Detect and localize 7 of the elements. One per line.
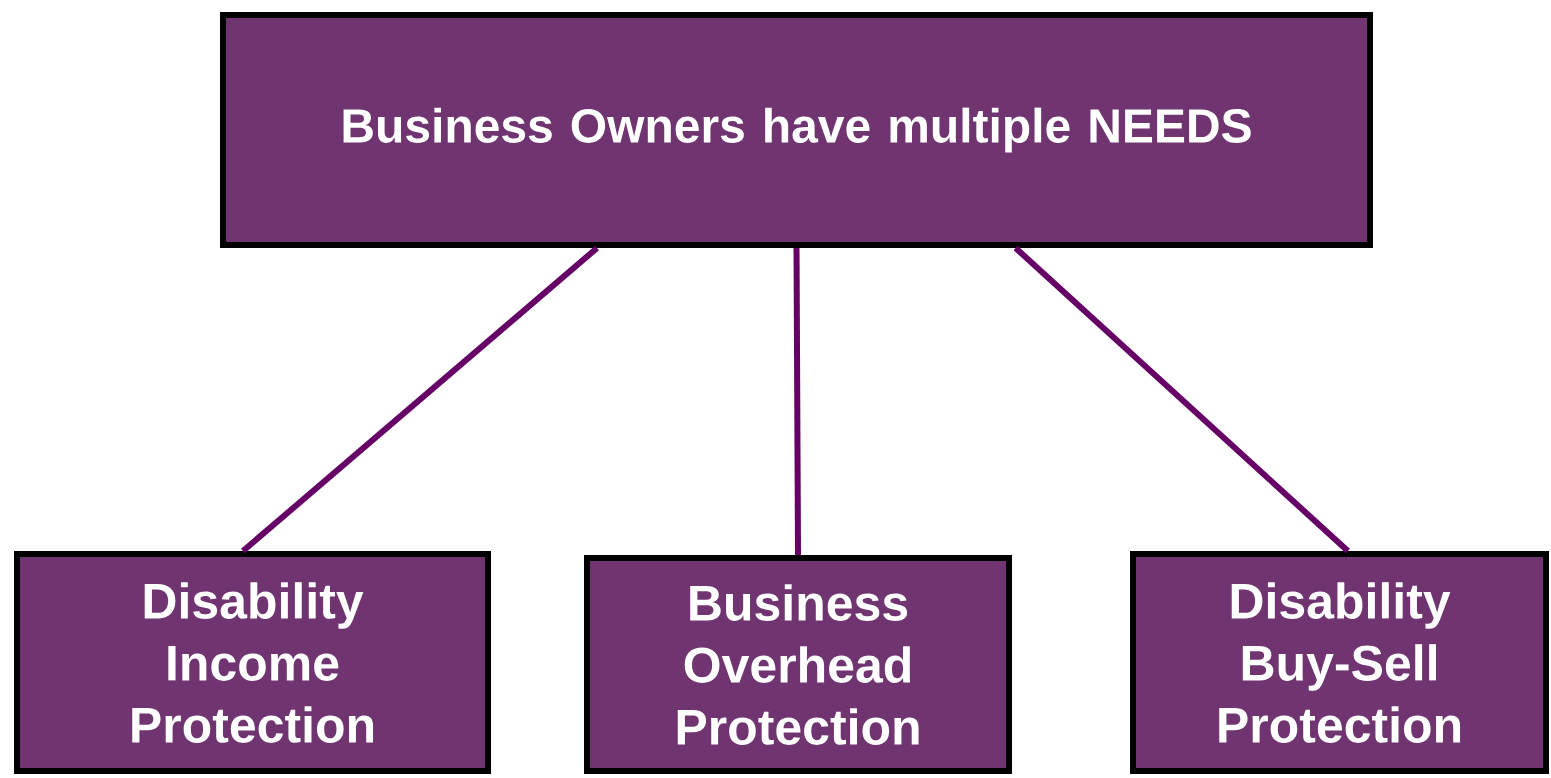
need-box: Disability Income Protection [14,551,491,774]
connector-line [1013,245,1350,554]
connector-line [793,248,801,556]
connector-line [241,245,599,554]
need-box: Business Overhead Protection [584,555,1012,774]
need-box: Disability Buy-Sell Protection [1130,551,1549,774]
title-box: Business Owners have multiple NEEDS [220,12,1373,248]
